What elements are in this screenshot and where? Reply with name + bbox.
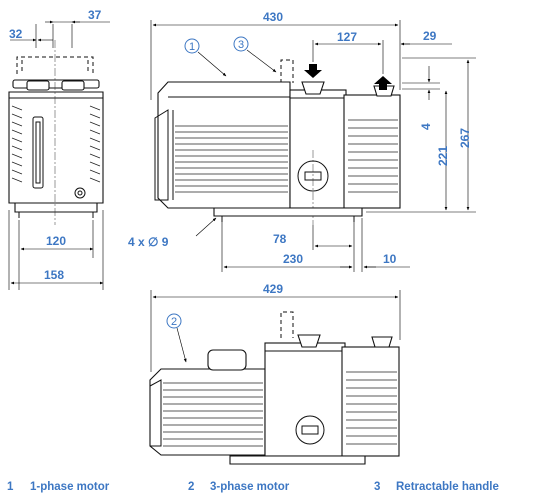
callout-1 xyxy=(184,38,200,54)
callout-2 xyxy=(166,313,182,329)
dim-230: 230 xyxy=(283,252,303,266)
arrow-up-icon xyxy=(374,76,392,90)
dim-32: 32 xyxy=(9,27,23,41)
end-view-dimensions: 32 37 120 158 xyxy=(8,8,110,290)
dim-37: 37 xyxy=(88,8,102,22)
dim-29: 29 xyxy=(423,29,437,43)
dim-267: 267 xyxy=(458,128,472,148)
arrow-down-icon xyxy=(304,64,322,78)
legend-3-label: Retractable handle xyxy=(396,481,499,493)
legend-2-label: 3-phase motor xyxy=(210,481,290,493)
lower-side-view xyxy=(149,311,400,465)
dim-221: 221 xyxy=(436,146,450,166)
side-view-dimensions: 430 127 29 4 221 267 78 230 10 4 x ∅ 9 xyxy=(128,10,476,272)
side-view-callouts: 1 3 xyxy=(184,36,277,77)
dim-4: 4 xyxy=(419,123,433,130)
callout-2-number: 2 xyxy=(171,316,177,328)
legend-1-label: 1-phase motor xyxy=(30,481,110,493)
dim-120: 120 xyxy=(46,234,66,248)
side-view xyxy=(154,59,401,225)
callout-3 xyxy=(233,36,249,52)
legend-1-number: 1 xyxy=(7,481,14,493)
dim-127: 127 xyxy=(337,30,357,44)
dim-10: 10 xyxy=(383,252,397,266)
dim-78: 78 xyxy=(273,232,287,246)
callout-1-number: 1 xyxy=(189,41,195,53)
legend: 1 1-phase motor 2 3-phase motor 3 Retrac… xyxy=(7,481,499,493)
lower-view-annotations: 429 2 xyxy=(150,282,401,372)
dim-158: 158 xyxy=(44,268,64,282)
legend-3-number: 3 xyxy=(374,481,380,493)
dim-429: 429 xyxy=(263,282,283,296)
dim-430: 430 xyxy=(263,10,283,24)
end-view xyxy=(8,40,104,225)
legend-2-number: 2 xyxy=(188,481,194,493)
callout-3-number: 3 xyxy=(238,39,244,51)
dim-holes: 4 x ∅ 9 xyxy=(128,235,169,249)
